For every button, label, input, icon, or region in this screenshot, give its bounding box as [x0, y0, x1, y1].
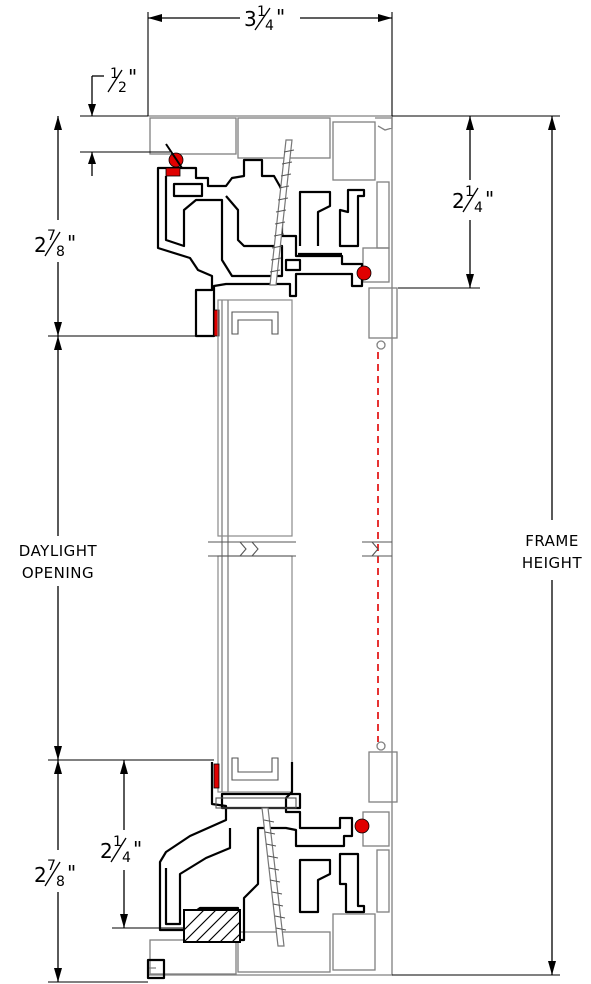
svg-text:4: 4 — [122, 850, 131, 866]
svg-text:3: 3 — [244, 7, 257, 31]
break-symbol — [362, 541, 392, 557]
svg-text:DAYLIGHT: DAYLIGHT — [19, 542, 98, 560]
svg-text:1: 1 — [113, 834, 122, 850]
svg-text:FRAME: FRAME — [525, 532, 579, 550]
dim-offset-top: 1 2 " — [107, 65, 137, 96]
svg-text:2: 2 — [452, 189, 465, 213]
svg-text:": " — [128, 65, 137, 89]
svg-text:": " — [276, 5, 285, 29]
svg-text:1: 1 — [110, 66, 119, 82]
svg-text:2: 2 — [118, 80, 127, 96]
dim-sill-inner: 2 1 4 " — [100, 834, 142, 866]
svg-text:7: 7 — [47, 858, 56, 874]
svg-text:2: 2 — [100, 839, 113, 863]
head-sash-profile — [156, 158, 366, 338]
setting-block — [183, 909, 241, 943]
svg-text:2: 2 — [34, 863, 47, 887]
svg-text:4: 4 — [265, 18, 274, 34]
svg-text:8: 8 — [56, 874, 65, 890]
dimension-lines — [48, 12, 560, 983]
svg-text:": " — [133, 837, 142, 861]
svg-text:2: 2 — [34, 233, 47, 257]
dim-head-right: 2 1 4 " — [452, 184, 494, 216]
svg-text:": " — [485, 187, 494, 211]
svg-text:": " — [67, 231, 76, 255]
screw-icon — [261, 807, 287, 947]
svg-text:1: 1 — [465, 184, 474, 200]
svg-text:4: 4 — [474, 200, 483, 216]
svg-text:7: 7 — [47, 228, 56, 244]
svg-text:OPENING: OPENING — [22, 564, 94, 582]
glass-unit — [208, 299, 296, 793]
svg-text:8: 8 — [56, 244, 65, 260]
svg-text:1: 1 — [257, 4, 266, 20]
seal-bulb-icon — [165, 143, 372, 337]
frame-outline — [147, 115, 398, 976]
label-frame-height: FRAME HEIGHT — [522, 532, 583, 572]
svg-text:": " — [67, 861, 76, 885]
dim-sill-left: 2 7 8 " — [34, 858, 76, 890]
screw-icon — [269, 139, 295, 286]
dim-head-left: 2 7 8 " — [34, 228, 76, 260]
label-daylight-opening: DAYLIGHT OPENING — [19, 542, 98, 582]
seal-bulb-icon — [213, 763, 370, 834]
sill-sash-profile — [146, 762, 366, 980]
dim-overall-width: 3 1 4 " — [244, 4, 285, 34]
svg-text:HEIGHT: HEIGHT — [522, 554, 583, 572]
